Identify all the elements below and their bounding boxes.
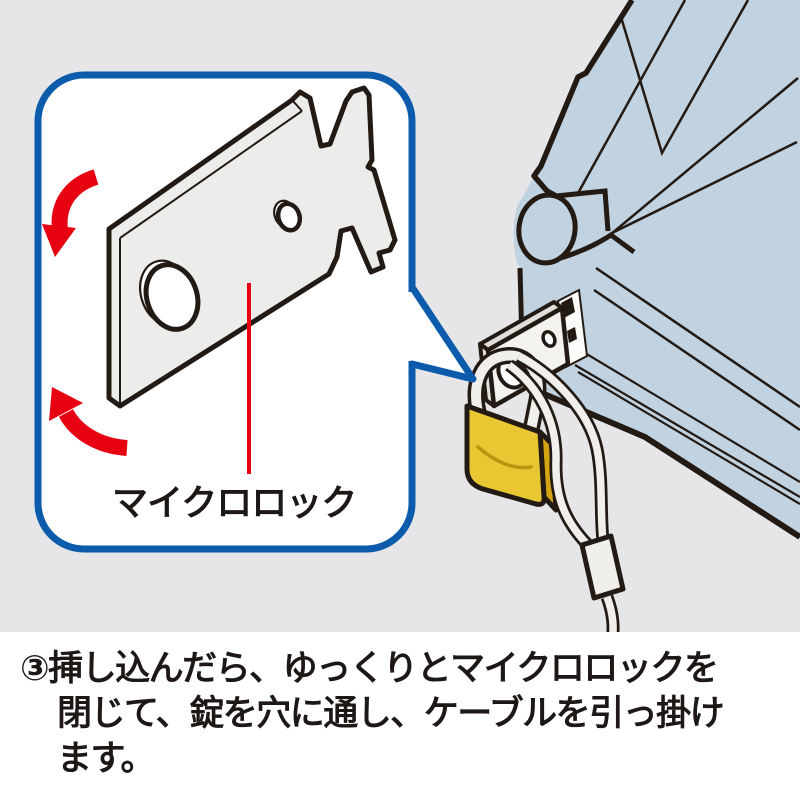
padlock-illustration bbox=[464, 347, 559, 513]
padlock-body bbox=[464, 403, 547, 507]
plate-diagram-top-edge bbox=[119, 110, 303, 239]
rotation-arrows bbox=[42, 169, 128, 456]
slot-slit-mark-2 bbox=[567, 327, 577, 343]
lid-edge-line bbox=[575, 0, 687, 196]
step-caption: ③挿し込んだら、ゆっくりとマイクロロックを 閉じて、錠を穴に通し、ケーブルを引っ… bbox=[0, 646, 800, 781]
padlock-shackle bbox=[471, 350, 543, 431]
security-cable bbox=[505, 350, 626, 632]
callout-tail bbox=[408, 283, 477, 383]
callout-label: マイクロロック bbox=[112, 482, 357, 523]
plate-small-hole bbox=[541, 330, 557, 348]
hinge-cylinder bbox=[516, 188, 636, 266]
rotate-arrow-top-head bbox=[42, 224, 76, 257]
cable-strand-right bbox=[517, 352, 607, 542]
rotate-arrow-bottom-head bbox=[49, 387, 83, 421]
base-bottom-outline bbox=[521, 382, 800, 540]
laptop-illustration bbox=[513, 0, 800, 540]
hinge-top-line bbox=[555, 188, 611, 232]
hinge-end-cap bbox=[516, 192, 578, 266]
base-groove-1 bbox=[579, 349, 800, 483]
lid-crease-v bbox=[619, 0, 750, 157]
illustration-canvas bbox=[0, 0, 800, 632]
plate-diagram-large-hole bbox=[143, 262, 201, 332]
microlock-plate-diagram bbox=[106, 85, 398, 409]
lid-left-outline bbox=[531, 0, 635, 199]
lid-bottom-line-2 bbox=[611, 140, 798, 235]
rotate-arrow-top-band bbox=[51, 169, 99, 231]
caption-line-2: 閉じて、錠を穴に通し、ケーブルを引っ掛け bbox=[57, 694, 725, 733]
base-top-edge-2 bbox=[593, 288, 800, 432]
laptop-body bbox=[513, 0, 800, 537]
cable-crimp-sleeve bbox=[579, 533, 626, 601]
padlock-keyhole-line bbox=[476, 445, 533, 470]
rotate-arrow-bottom-band bbox=[58, 408, 128, 456]
caption-line-1: ③挿し込んだら、ゆっくりとマイクロロックを bbox=[20, 649, 719, 688]
base-groove-3 bbox=[577, 371, 800, 505]
plate-diagram-small-hole bbox=[275, 201, 303, 233]
callout-border-gap bbox=[406, 292, 417, 361]
cable-strand-left bbox=[506, 361, 590, 547]
caption-line-3: ます。 bbox=[57, 739, 156, 778]
cable-tail bbox=[603, 595, 617, 632]
base-top-edge-1 bbox=[595, 266, 800, 409]
plate-diagram-prong-edge bbox=[291, 99, 303, 112]
lid-bottom-line bbox=[609, 77, 799, 236]
base-groove-2 bbox=[574, 364, 800, 498]
